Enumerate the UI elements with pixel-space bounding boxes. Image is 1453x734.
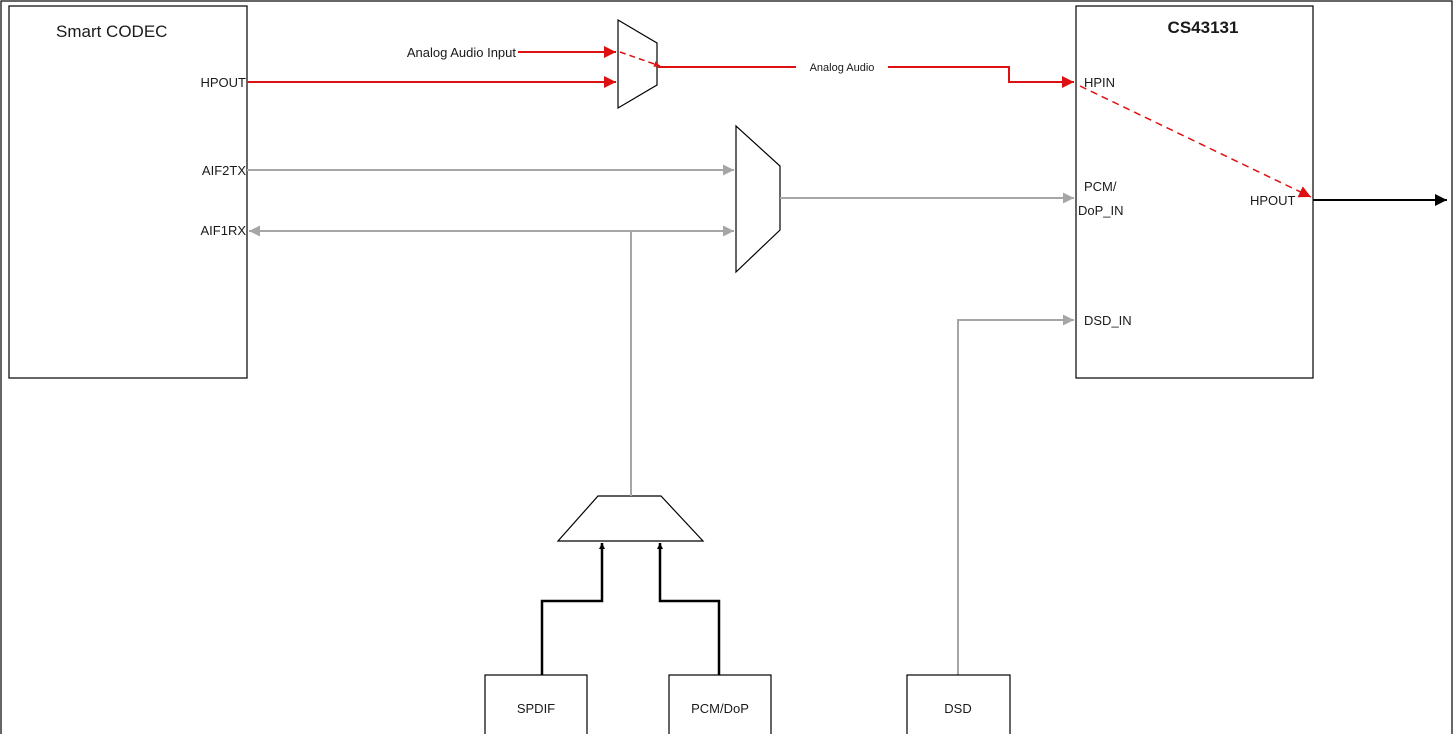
- smart-codec-aif2tx-pin: AIF2TX: [202, 163, 246, 178]
- cs43131-hpout-pin: HPOUT: [1250, 193, 1296, 208]
- source-blocks: SPDIF PCM/DoP DSD: [484, 674, 1011, 734]
- cs43131-dsd-in-pin: DSD_IN: [1084, 313, 1132, 328]
- black-paths: [540, 194, 1447, 675]
- analog-input-label: Analog Audio Input: [407, 45, 517, 60]
- pcm-dop-label: PCM/DoP: [691, 701, 749, 716]
- pcm-dop-box: [668, 674, 772, 734]
- spdif-box: [484, 674, 588, 734]
- analog-audio-wire-b: [888, 66, 1074, 88]
- cs43131-box: [1075, 5, 1314, 379]
- analog-audio-label: Analog Audio: [810, 62, 875, 74]
- cs43131-title: CS43131: [1168, 18, 1239, 37]
- cs43131-hpin-pin: HPIN: [1084, 75, 1115, 90]
- digital-mux: [735, 124, 781, 274]
- dsd-wire: [957, 314, 1074, 675]
- smart-codec-hpout-pin: HPOUT: [201, 75, 247, 90]
- analog-mux: [617, 18, 658, 110]
- dsd-box: [906, 674, 1011, 734]
- spdif-wire: [540, 543, 605, 675]
- cs43131-pcm-pin-line1: PCM/: [1084, 179, 1117, 194]
- cs43131-block: CS43131 HPIN PCM/ DoP_IN DSD_IN HPOUT: [1075, 5, 1314, 379]
- smart-codec-box: [8, 5, 248, 379]
- cs43131-pcm-pin-line2: DoP_IN: [1078, 203, 1124, 218]
- dsd-label: DSD: [944, 701, 971, 716]
- smart-codec-block: Smart CODEC HPOUT AIF2TX AIF1RX: [8, 5, 248, 379]
- digital-paths: [247, 164, 1074, 675]
- smart-codec-aif1rx-pin: AIF1RX: [200, 223, 246, 238]
- internal-route-dash: [1079, 85, 1312, 198]
- spdif-label: SPDIF: [517, 701, 555, 716]
- analog-paths: Analog Audio Input Analog Audio: [247, 45, 1312, 198]
- smart-codec-title: Smart CODEC: [56, 22, 167, 41]
- source-mux: [556, 495, 705, 542]
- pcm-dop-wire: [657, 543, 721, 675]
- mux-select-dash: [619, 51, 661, 67]
